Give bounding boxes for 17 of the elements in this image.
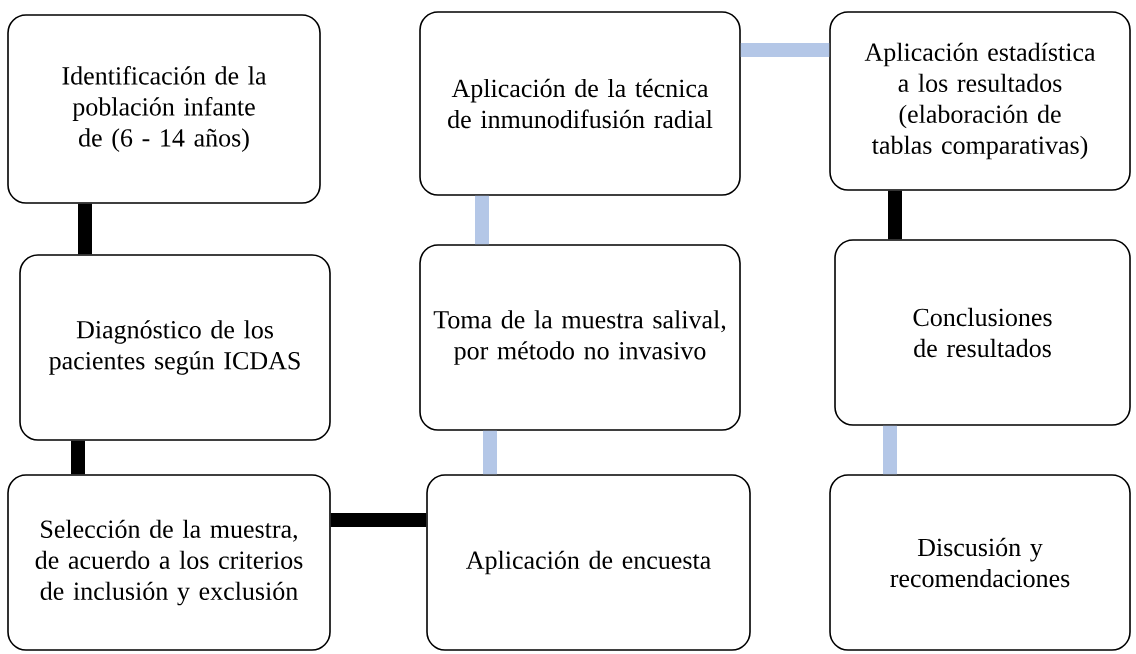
connector-bar (330, 513, 427, 527)
connector-bar (475, 195, 489, 245)
process-box: Diagnóstico de los pacientes según ICDAS (19, 254, 331, 441)
process-box: Conclusiones de resultados (834, 239, 1131, 426)
process-box: Identificación de la población infante de (6 - 14 años) (7, 14, 321, 204)
connector-bar (888, 190, 902, 240)
process-box: Aplicación estadística a los resultados (elaboración de tablas comparativas) (829, 11, 1131, 191)
process-box: Discusión y recomendaciones (829, 474, 1131, 651)
connector-bar (483, 430, 497, 475)
connector-bar (740, 43, 830, 57)
process-box: Aplicación de la técnica de inmunodifusión radial (419, 11, 741, 196)
connector-bar (883, 425, 897, 475)
process-box: Aplicación de encuesta (426, 474, 751, 651)
process-box: Toma de la muestra salival, por método no invasivo (419, 244, 741, 431)
connector-bar (78, 203, 92, 255)
process-box: Selección de la muestra, de acuerdo a los criterios de inclusión y exclusión (7, 474, 331, 651)
connector-bar (71, 440, 85, 475)
